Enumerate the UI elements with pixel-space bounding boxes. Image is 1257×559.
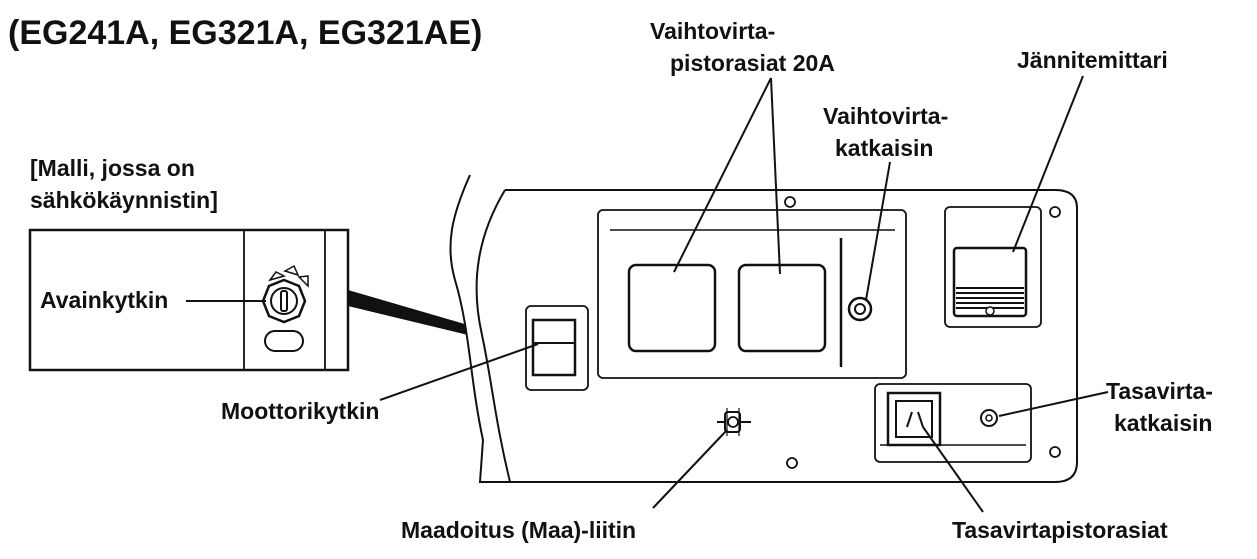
engine-switch-leader bbox=[379, 343, 539, 401]
engine-switch-label: Moottorikytkin bbox=[221, 398, 379, 424]
ground-terminal-label: Maadoitus (Maa)-liitin bbox=[401, 517, 636, 543]
start-indicator-icon bbox=[264, 330, 304, 352]
inset-caption-line2: sähkökäynnistin] bbox=[30, 187, 218, 213]
mounting-screw-icon bbox=[1049, 446, 1061, 458]
voltmeter-label: Jännitemittari bbox=[1017, 47, 1168, 73]
ac-outlets-leader-left bbox=[673, 77, 772, 273]
dc-breaker-button bbox=[980, 409, 998, 427]
dc-panel bbox=[874, 383, 1032, 463]
dc-breaker-label-line1: Tasavirta- bbox=[1106, 378, 1213, 404]
mounting-screw-icon bbox=[1049, 206, 1061, 218]
ac-outlet-panel bbox=[597, 209, 907, 379]
dc-outlets-label: Tasavirtapistorasiat bbox=[952, 517, 1168, 543]
ac-breaker-button bbox=[847, 296, 873, 322]
dc-breaker-leader bbox=[998, 391, 1109, 417]
voltmeter-leader bbox=[1012, 75, 1084, 253]
ac-outlet-left bbox=[627, 263, 717, 353]
ac-breaker-label-line2: katkaisin bbox=[835, 135, 933, 161]
key-switch-icon bbox=[261, 264, 309, 324]
dc-outlets-leader bbox=[922, 426, 984, 513]
key-switch-inset: Avainkytkin bbox=[28, 228, 350, 372]
dc-breaker-label-line2: katkaisin bbox=[1114, 410, 1212, 436]
ac-outlets-label-line1: Vaihtovirta- bbox=[650, 18, 775, 44]
voltmeter bbox=[944, 206, 1042, 328]
key-switch-label: Avainkytkin bbox=[40, 287, 168, 313]
ac-breaker-label-line1: Vaihtovirta- bbox=[823, 103, 948, 129]
ground-terminal-leader bbox=[652, 429, 728, 509]
ac-outlet-right bbox=[737, 263, 827, 353]
models-header: (EG241A, EG321A, EG321AE) bbox=[8, 14, 482, 52]
ac-outlets-leader-right bbox=[770, 77, 781, 275]
ac-outlets-label-line2: pistorasiat 20A bbox=[670, 50, 835, 76]
inset-caption-line1: [Malli, jossa on bbox=[30, 155, 195, 181]
dc-outlet bbox=[886, 391, 942, 447]
mounting-screw-icon bbox=[784, 196, 796, 208]
engine-switch bbox=[525, 305, 589, 391]
mounting-screw-icon bbox=[786, 457, 798, 469]
ac-breaker-leader bbox=[865, 161, 891, 301]
